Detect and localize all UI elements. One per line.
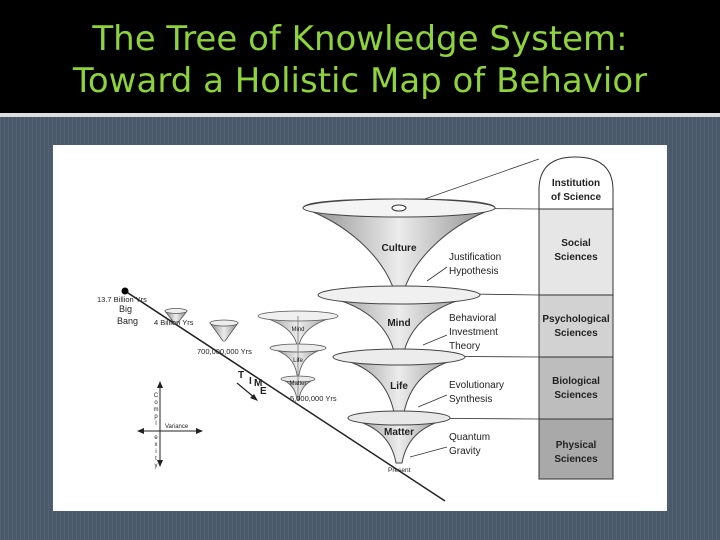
culture-cone-label: Culture [382,243,417,254]
small-matter-label: Matter [289,381,306,387]
culture-cone-hole [391,204,407,212]
present-label: Present [388,467,411,474]
time-arrow-line [236,382,256,399]
mind-cone-rim [317,285,481,305]
biological-sciences-box [538,356,614,420]
axes-key: C o m p l e x i t y Variance [137,381,203,469]
matter-cone [347,417,451,464]
institution-label-2: of Science [551,192,601,203]
psychological-label-2: Sciences [554,328,598,339]
mind-cone-label: Mind [387,318,410,329]
quantum-label-1: Quantum [449,432,490,443]
institution-label-1: Institution [552,178,600,189]
behavioral-label-3: Theory [449,341,480,352]
small-life-label: Life [293,358,303,364]
slide-title-line-1: The Tree of Knowledge System: [92,19,628,59]
small-cones [164,308,339,401]
big-cones [302,198,496,464]
psychological-sciences-box [538,294,614,358]
theory-connectors [409,266,448,458]
physical-sciences-box [538,418,614,480]
evolutionary-label-2: Synthesis [449,394,492,405]
complexity-letter-c: C [154,393,159,399]
life-cone-label: Life [390,381,408,392]
big-label: Big [119,304,132,314]
complexity-letter-e: e [154,435,158,441]
complexity-letter-i: i [155,449,156,455]
slide-title-line-2: Toward a Holistic Map of Behavior [72,61,648,101]
social-sciences-box [538,208,614,296]
complexity-letter-x: x [155,442,158,448]
psychological-label-1: Psychological [542,314,609,325]
complexity-letter-t: t [155,456,157,462]
time-letter-e: E [260,386,267,397]
four-billion-label: 4 Billion Yrs [154,318,194,327]
behavioral-label-2: Investment [449,327,498,338]
institution-of-science-box [538,156,614,210]
behavioral-label-1: Behavioral [449,313,496,324]
tree-of-knowledge-figure: Institution of Science Social Sciences P… [53,145,667,511]
time-letter-m: M [254,378,262,389]
complexity-letter-m: m [154,407,159,413]
big-bang-years-label: 13.7 Billion Yrs [97,295,147,304]
biological-label-2: Sciences [554,390,598,401]
title-divider [0,113,720,117]
justification-label-2: Hypothesis [449,266,498,277]
complexity-letter-p: p [154,414,158,420]
small-mind-label: Mind [291,327,304,333]
time-arrow-head [250,394,258,401]
variance-label: Variance [165,424,189,430]
physical-label-1: Physical [556,440,597,451]
complexity-letter-l: l [155,421,156,427]
time-letter-i: I [249,376,252,387]
title-bar: The Tree of Knowledge System: Toward a H… [0,0,720,113]
social-label-2: Sciences [554,252,598,263]
timeline-line [124,290,446,502]
life-cone-rim [332,348,466,366]
matter-cone-label: Matter [384,427,414,438]
complexity-letter-y: y [155,463,158,469]
physical-label-2: Sciences [554,454,598,465]
justification-label-1: Justification [449,252,501,263]
big-bang-dot [121,287,129,295]
bang-label: Bang [117,316,138,326]
complexity-letter-o: o [154,400,158,406]
tree-of-knowledge-diagram: Institution of Science Social Sciences P… [97,156,614,502]
quantum-label-2: Gravity [449,446,481,457]
evolutionary-label-1: Evolutionary [449,380,504,391]
time-letter-t: T [238,370,244,381]
biological-label-1: Biological [552,376,600,387]
seven-hundred-million-label: 700,000,000 Yrs [197,347,252,356]
matter-cone-rim [347,410,451,426]
science-column: Institution of Science Social Sciences P… [538,156,614,480]
social-label-1: Social [561,238,591,249]
five-million-label: 5,000,000 Yrs [290,394,337,403]
